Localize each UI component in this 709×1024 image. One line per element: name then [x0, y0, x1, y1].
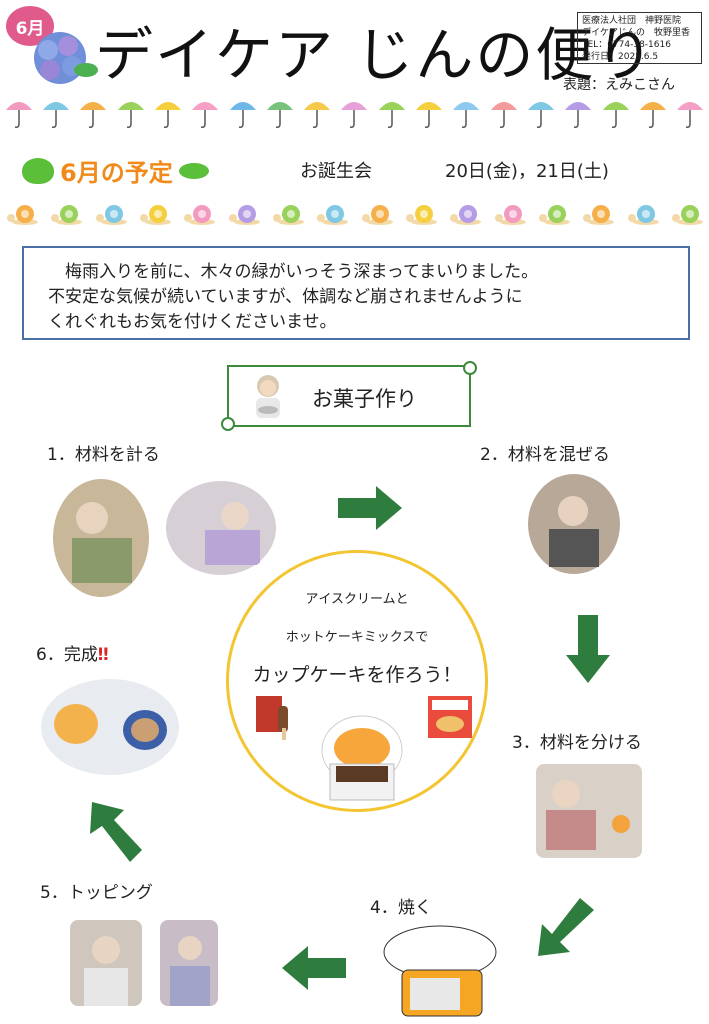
step-label: 2．材料を混ぜる [480, 445, 610, 465]
step-label-text: 6．完成 [36, 645, 98, 665]
snail-icon [494, 205, 526, 225]
umbrella-icon [42, 102, 69, 128]
photo-measuring-1 [53, 479, 149, 597]
arrow-down-left-icon [538, 898, 594, 956]
umbrella-icon [490, 102, 517, 128]
greeting-message-box: 梅雨入りを前に、木々の緑がいっそう深まってまいりました。 不安定な気候が続いてい… [22, 246, 690, 340]
arrow-right-icon [338, 486, 402, 530]
snail-icon [405, 205, 437, 225]
hydrangea-icon [34, 32, 98, 84]
org-line: 発行日：2025.6.5 [582, 52, 659, 62]
snail-icon [671, 205, 703, 225]
umbrella-icon [80, 102, 107, 128]
snail-icon [450, 205, 482, 225]
snail-icon [627, 205, 659, 225]
pancake-mix-icon [428, 696, 472, 738]
newsletter-title: デイケア じんの便り [95, 21, 656, 89]
photo-finished-cupcake [41, 679, 179, 775]
scroll-banner [221, 361, 477, 431]
schedule-heading: 6月の予定 [22, 153, 209, 188]
umbrella-icon [453, 102, 480, 128]
umbrella-icon [341, 102, 368, 128]
snail-icon [7, 205, 39, 225]
umbrella-icon [117, 102, 144, 128]
org-line: TEL：0774-38-1616 [582, 40, 671, 50]
month-badge: 6月 [6, 6, 54, 46]
activity-title: お菓子作り [312, 387, 417, 411]
umbrella-icon [229, 102, 256, 128]
cover-credit: 表題：えみこさん [563, 77, 675, 93]
organization-info-box: 医療法人社団 神野医院 デイケアじんの 牧野里香 TEL：0774-38-161… [577, 12, 702, 64]
step-label: 5．トッピング [40, 883, 153, 903]
umbrella-icon [266, 102, 293, 128]
umbrella-icon [528, 102, 555, 128]
umbrella-icon [677, 102, 704, 128]
leaf-icon [178, 162, 209, 179]
snail-icon [583, 205, 615, 225]
photo-mixing [528, 474, 620, 574]
step-label: 4．焼く [370, 898, 432, 918]
photo-topping-1 [70, 920, 142, 1006]
ice-cream-icon [256, 696, 288, 740]
step-label: 6．完成‼ [36, 640, 109, 665]
snail-border [0, 200, 709, 230]
photo-measuring-2 [166, 481, 276, 575]
org-line: 医療法人社団 神野医院 [582, 16, 682, 26]
event-dates: 20日(金)，21日(土) [445, 161, 609, 182]
umbrella-icon [416, 102, 443, 128]
cupcake-icon [321, 715, 403, 801]
microwave-icon [383, 925, 497, 1017]
schedule-title: 6月の予定 [60, 159, 173, 187]
umbrella-border [0, 96, 709, 132]
frog-icon [22, 157, 54, 184]
umbrella-icon [304, 102, 331, 128]
message-line: 梅雨入りを前に、木々の緑がいっそう深まってまいりました。 [65, 262, 539, 282]
recipe-headline: カップケーキを作ろう！ [252, 664, 462, 686]
center-recipe-circle [226, 550, 488, 812]
message-line: くれぐれもお気を付けくださいませ。 [48, 312, 337, 332]
umbrella-icon [565, 102, 592, 128]
umbrella-icon [5, 102, 32, 128]
recipe-line: アイスクリームと [305, 592, 409, 607]
snail-icon [51, 205, 83, 225]
arrow-left-icon [282, 946, 346, 990]
snail-icon [184, 205, 216, 225]
snail-icon [273, 205, 305, 225]
snail-icon [140, 205, 172, 225]
step-label: 1．材料を計る [47, 445, 160, 465]
umbrella-icon [378, 102, 405, 128]
snail-icon [361, 205, 393, 225]
org-line: デイケアじんの 牧野里香 [582, 28, 691, 38]
snail-icon [95, 205, 127, 225]
umbrella-icon [602, 102, 629, 128]
arrow-up-left-icon [90, 802, 142, 862]
snail-icon [538, 205, 570, 225]
step-label: 3．材料を分ける [512, 733, 642, 753]
umbrella-icon [192, 102, 219, 128]
message-line: 不安定な気候が続いていますが、体調など崩されませんように [48, 287, 523, 307]
photo-topping-2 [160, 920, 218, 1006]
baker-person-icon [256, 375, 280, 418]
event-label: お誕生会 [300, 161, 372, 182]
umbrella-icon [639, 102, 666, 128]
snail-icon [228, 205, 260, 225]
umbrella-icon [154, 102, 181, 128]
arrow-down-icon [566, 615, 610, 683]
recipe-line: ホットケーキミックスで [285, 630, 429, 645]
exclamation-mark: ‼ [97, 645, 109, 665]
snail-icon [317, 205, 349, 225]
photo-dividing [536, 764, 642, 858]
